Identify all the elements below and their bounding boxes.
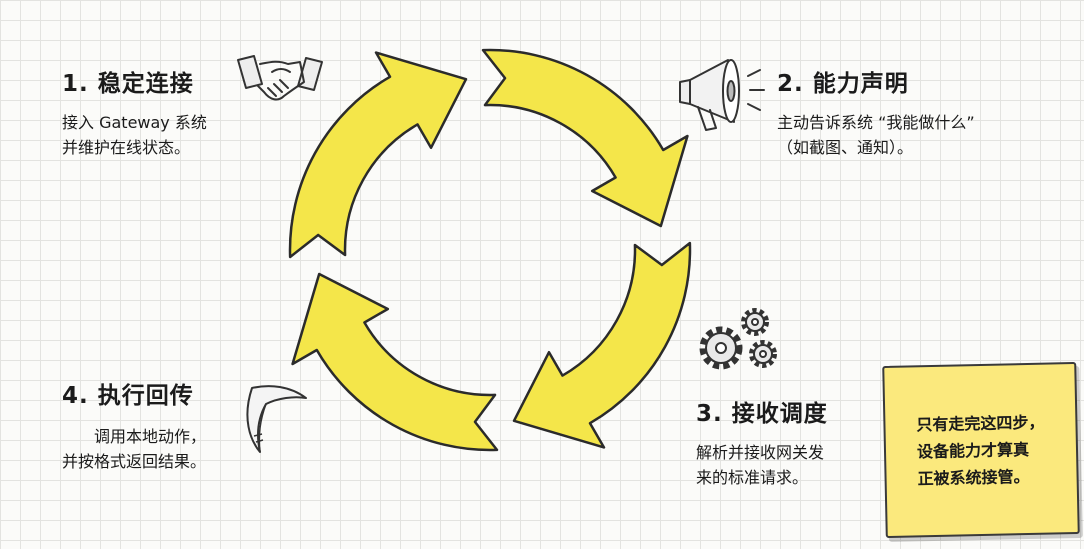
step-3-title: 3. 接收调度 xyxy=(696,401,828,427)
sticky-note-text: 只有走完这四步， 设备能力才算真 正被系统接管。 xyxy=(916,412,1045,488)
step-4-title: 4. 执行回传 xyxy=(62,383,194,409)
gears-icon xyxy=(699,308,777,370)
step-3: 3. 接收调度 解析并接收网关发 来的标准请求。 xyxy=(696,394,828,490)
handshake-icon xyxy=(237,55,323,101)
megaphone-icon xyxy=(679,59,765,131)
sticky-note: 只有走完这四步， 设备能力才算真 正被系统接管。 xyxy=(882,361,1080,539)
arrow-step4-to-step1 xyxy=(291,272,499,452)
arrow-step1-to-step2 xyxy=(288,51,468,259)
step-4-description: 调用本地动作， 并按格式返回结果。 xyxy=(62,427,207,471)
step-2-title: 2. 能力声明 xyxy=(777,71,909,97)
step-4: 4. 执行回传 调用本地动作， 并按格式返回结果。 xyxy=(62,376,206,474)
step-2-description: 主动告诉系统 “我能做什么” （如截图、通知）。 xyxy=(777,113,975,157)
step-3-description: 解析并接收网关发 来的标准请求。 xyxy=(696,443,825,487)
step-1: 1. 稳定连接 接入 Gateway 系统 并维护在线状态。 xyxy=(62,64,207,160)
arrow-step3-to-step4 xyxy=(512,241,692,449)
arrow-step2-to-step3 xyxy=(481,48,689,228)
cycle-diagram xyxy=(288,48,692,452)
boomerang-icon xyxy=(246,385,307,453)
step-1-description: 接入 Gateway 系统 并维护在线状态。 xyxy=(62,113,207,157)
step-1-title: 1. 稳定连接 xyxy=(62,71,194,97)
step-2: 2. 能力声明 主动告诉系统 “我能做什么” （如截图、通知）。 xyxy=(777,64,975,160)
